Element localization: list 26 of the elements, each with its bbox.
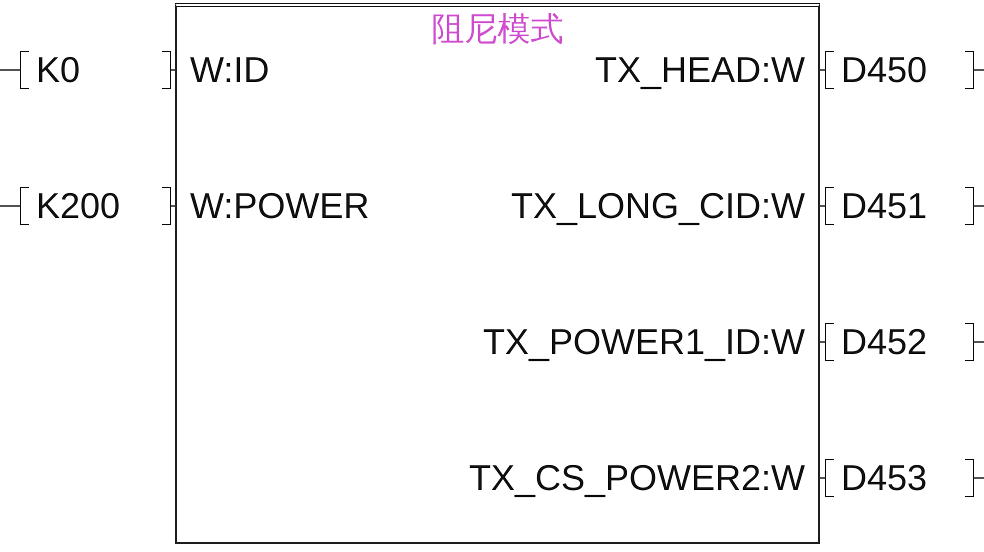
connection-line (820, 205, 825, 207)
connection-line (820, 341, 825, 343)
connection-line (820, 477, 825, 479)
connection-line (0, 69, 20, 71)
connection-line (0, 205, 20, 207)
connection-line (974, 341, 984, 343)
connection-line (974, 477, 984, 479)
operand-label: K0 (36, 52, 80, 88)
function-block (175, 3, 820, 544)
operand-label: K200 (36, 188, 120, 224)
connection-line (974, 205, 984, 207)
pin-label: W:POWER (190, 188, 370, 224)
pin-label: TX_POWER1_ID:W (482, 324, 805, 360)
pin-label: TX_CS_POWER2:W (468, 460, 805, 496)
operand-label: D453 (841, 460, 928, 496)
operand-label: D450 (841, 52, 928, 88)
pin-label: TX_HEAD:W (594, 52, 805, 88)
connection-line (974, 69, 984, 71)
connection-line (171, 69, 175, 71)
connection-line (820, 69, 825, 71)
block-title: 阻尼模式 (432, 12, 564, 45)
operand-label: D451 (841, 188, 928, 224)
pin-label: TX_LONG_CID:W (510, 188, 805, 224)
connection-line (171, 205, 175, 207)
pin-label: W:ID (190, 52, 270, 88)
operand-label: D452 (841, 324, 928, 360)
